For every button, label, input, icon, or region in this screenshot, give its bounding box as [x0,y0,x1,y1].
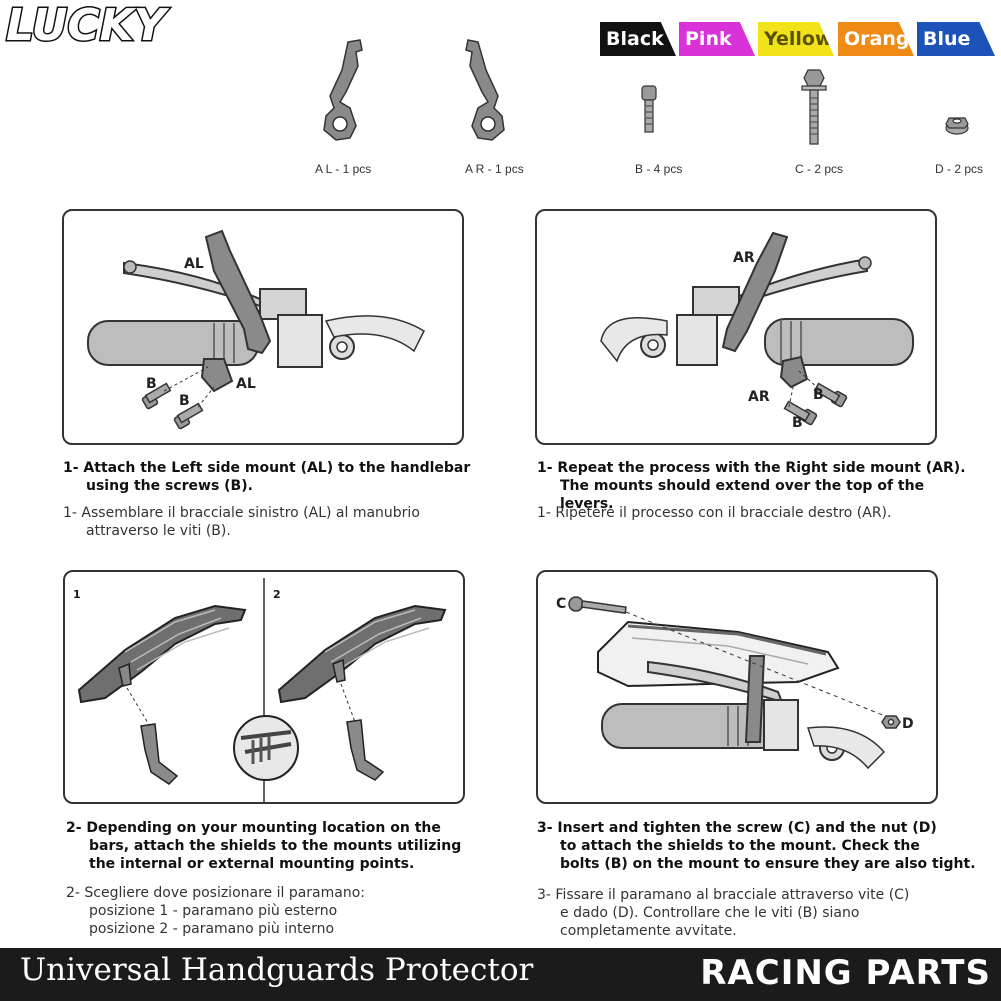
step2-it-line3: posizione 2 - paramano più interno [89,921,335,937]
handlebar-left-illustration: AL AL B B [87,229,425,430]
step2-text-en: 2- Depending on your mounting location o… [66,819,506,873]
step1-left-it-line1: 1- Assemblare il bracciale sinistro (AL)… [63,505,420,521]
step3-text-it: 3- Fissare il paramano al bracciale attr… [537,886,987,940]
part-label-d: D - 2 pcs [935,162,984,176]
color-swatch-pink: Pink [679,22,755,56]
shield-positions-illustration [77,578,447,802]
footer-brand: RACING PARTS [700,953,991,993]
footer-title: Universal Handguards Protector [20,952,534,988]
step3-it-line3: completamente avvitate. [560,923,737,939]
step2-diagram: 1 2 [63,570,465,804]
part-label-ar: A R - 1 pcs [465,162,524,176]
part-label-b: B - 4 pcs [635,162,683,176]
step2-text-it: 2- Scegliere dove posizionare il paraman… [66,884,506,938]
step3-it-line2: e dado (D). Controllare che le viti (B) … [560,905,860,921]
logo-text: LUCKY [6,2,170,46]
nut-d-icon [945,117,969,135]
footer-bar [0,948,1001,1001]
color-swatch-blue: Blue [917,22,995,56]
screw-c-icon [801,69,827,145]
mount-al-icon [323,39,363,141]
screw-b-icon [641,85,657,133]
step1-right-en-line2: The mounts should extend over the top of… [560,478,925,512]
part-label-c: C - 2 pcs [795,162,844,176]
step1-right-it-line1: 1- Ripetere il processo con il bracciale… [537,505,892,521]
step1-left-en-line2: using the screws (B). [86,478,253,494]
position-2-label: 2 [273,588,281,601]
callout-ar-bottom: AR [748,389,770,405]
callout-al-top: AL [184,256,204,272]
step3-en-line1: 3- Insert and tighten the screw (C) and … [537,820,937,836]
step3-en-line3: bolts (B) on the mount to ensure they ar… [560,856,976,872]
position-1-label: 1 [73,588,81,601]
part-label-al: A L - 1 pcs [315,162,372,176]
callout-d: D [902,716,914,732]
callout-al-bottom: AL [236,376,256,392]
step3-diagram: C D [536,570,938,804]
handlebar-right-illustration: AR AR B B [600,231,914,431]
color-swatch-orange: Orange [838,22,914,56]
step3-text-en: 3- Insert and tighten the screw (C) and … [537,819,987,873]
step3-en-line2: to attach the shields to the mount. Chec… [560,838,920,854]
callout-b-4: B [792,415,803,431]
lucky-logo: LUCKY [5,2,172,46]
step2-it-line2: posizione 1 - paramano più esterno [89,903,338,919]
callout-b-2: B [179,393,190,409]
shield-position-2 [233,604,447,781]
step3-it-line1: 3- Fissare il paramano al bracciale attr… [537,887,910,903]
color-swatch-black: Black [600,22,676,56]
callout-c: C [556,596,566,612]
step2-en-line2: bars, attach the shields to the mounts u… [89,838,462,854]
step1-right-en-line1: 1- Repeat the process with the Right sid… [537,460,966,476]
step1-left-en-line1: 1- Attach the Left side mount (AL) to th… [63,460,471,476]
nut-d-callout-icon [881,715,901,729]
step1-left-text-it: 1- Assemblare il bracciale sinistro (AL)… [63,504,483,540]
mount-ar-icon [465,39,505,141]
parts-illustrations [323,39,969,145]
step1-right-diagram: AR AR B B [535,209,937,445]
callout-b-3: B [813,387,824,403]
step1-left-text-en: 1- Attach the Left side mount (AL) to th… [63,459,483,495]
step2-en-line3: the internal or external mounting points… [89,856,415,872]
final-assembly-illustration: C D [556,596,914,770]
callout-ar-top: AR [733,250,755,266]
step1-left-it-line2: attraverso le viti (B). [86,523,231,539]
shield-position-1 [77,604,247,785]
step1-left-diagram: AL AL B B [62,209,464,445]
callout-b-1: B [146,376,157,392]
step2-en-line1: 2- Depending on your mounting location o… [66,820,441,836]
step2-it-line1: 2- Scegliere dove posizionare il paraman… [66,885,366,901]
step1-right-text-it: 1- Ripetere il processo con il bracciale… [537,504,977,522]
color-swatch-yellow: Yellow [758,22,834,56]
step1-right-text-en: 1- Repeat the process with the Right sid… [537,459,977,513]
